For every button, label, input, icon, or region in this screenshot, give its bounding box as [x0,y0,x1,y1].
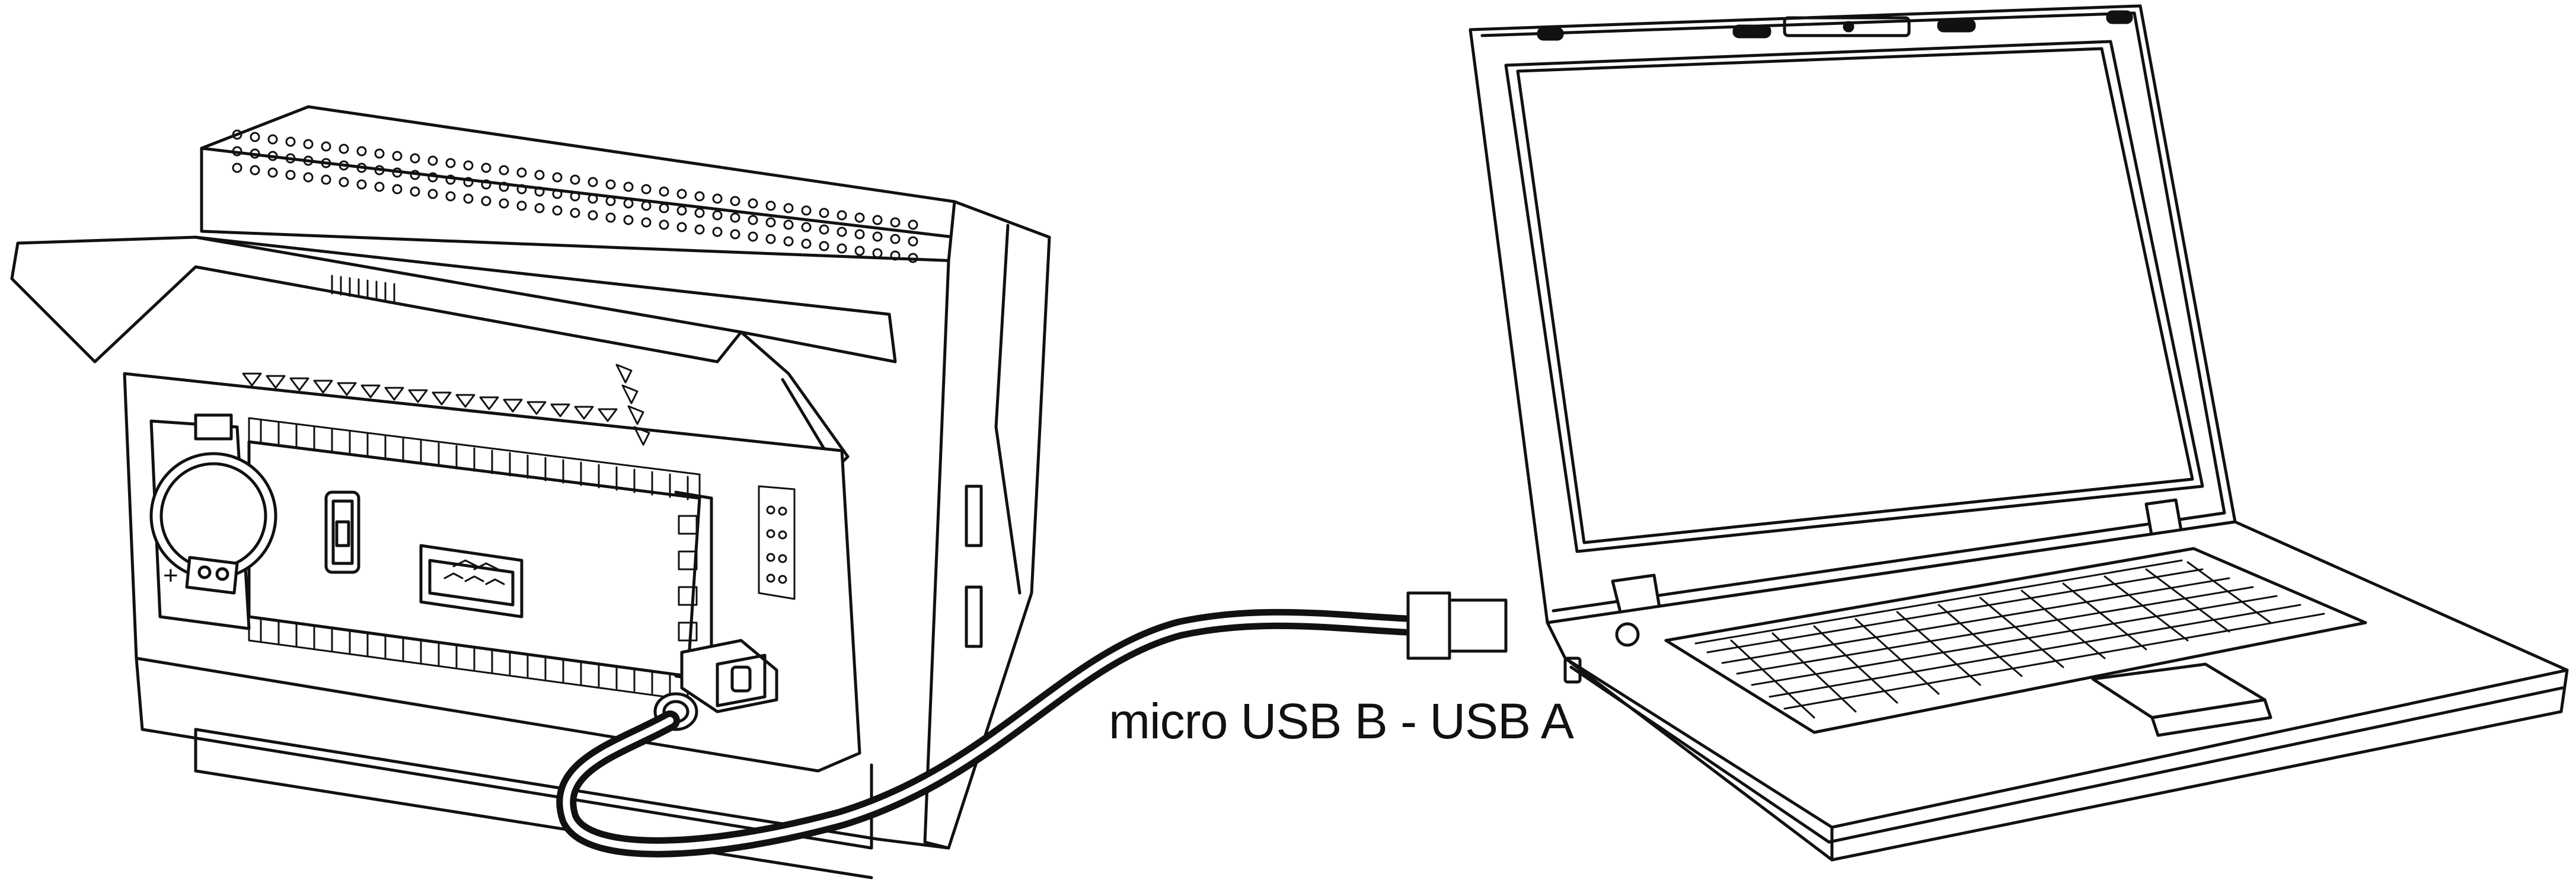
webcam-housing [1783,16,1911,37]
battery-plus-mark: + [163,561,178,590]
side-connector [758,485,796,600]
cover-grip-ridges [331,275,395,303]
laptop-display [1504,40,2204,553]
usb-cable [556,591,1508,858]
ventilation-grid [232,129,918,263]
usb-a-plug [1406,591,1508,660]
cable-label: micro USB B - USB A [1109,693,1574,749]
plc-controller: + [10,105,1051,879]
power-button-icon [1615,622,1640,647]
dip-switch [324,490,360,574]
laptop [1469,4,2569,862]
keyboard [1664,547,2367,734]
controller-top-housing [200,105,959,263]
pin-header [419,544,524,619]
webcam-icon [1843,21,1854,33]
battery-holder [149,413,277,630]
indicator-triangles [242,364,650,446]
keyboard-keys [1694,559,2325,719]
laptop-lid [1469,4,2237,624]
